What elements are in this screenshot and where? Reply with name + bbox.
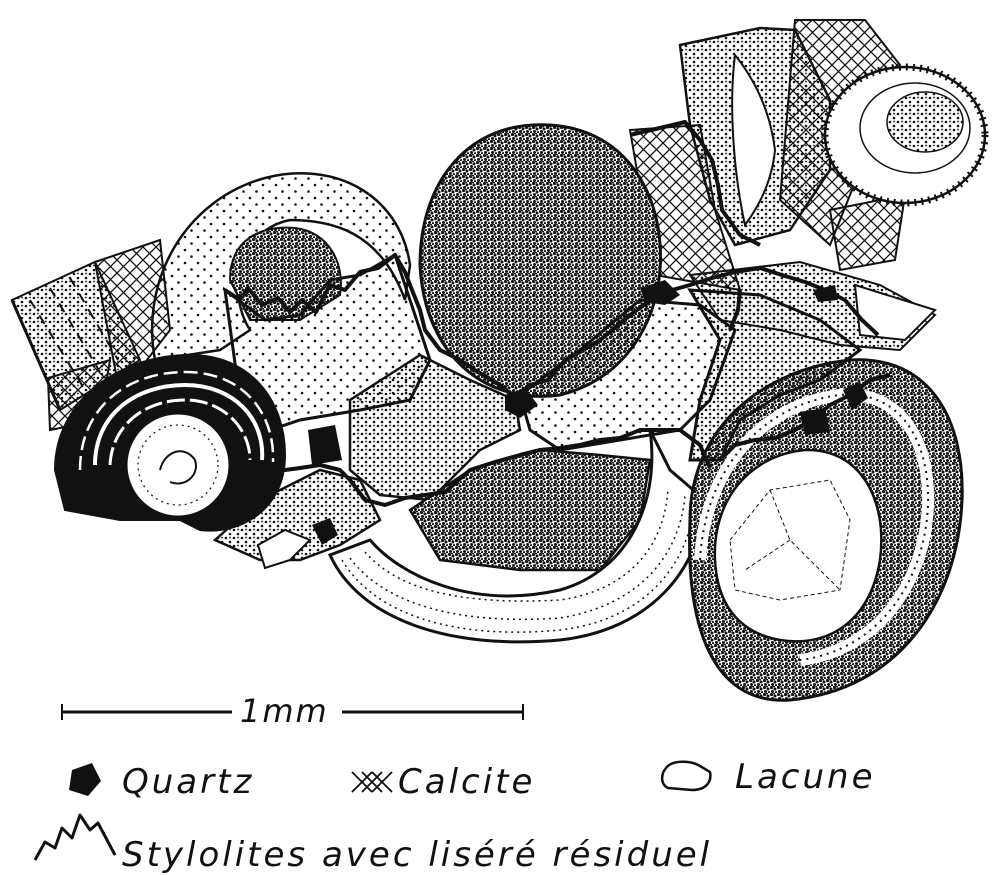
legend-label-quartz: Quartz	[122, 765, 254, 799]
lacune-symbol	[662, 762, 710, 790]
legend-label-lacune: Lacune	[735, 760, 876, 794]
scale-bar-label: 1mm	[240, 695, 329, 727]
legend-label-stylolites: Stylolites avec liséré résiduel	[122, 838, 712, 872]
quartz-symbol	[69, 763, 101, 796]
stylolite-symbol	[35, 815, 115, 860]
calcite-symbol	[352, 772, 392, 792]
legend-label-calcite: Calcite	[398, 765, 535, 799]
